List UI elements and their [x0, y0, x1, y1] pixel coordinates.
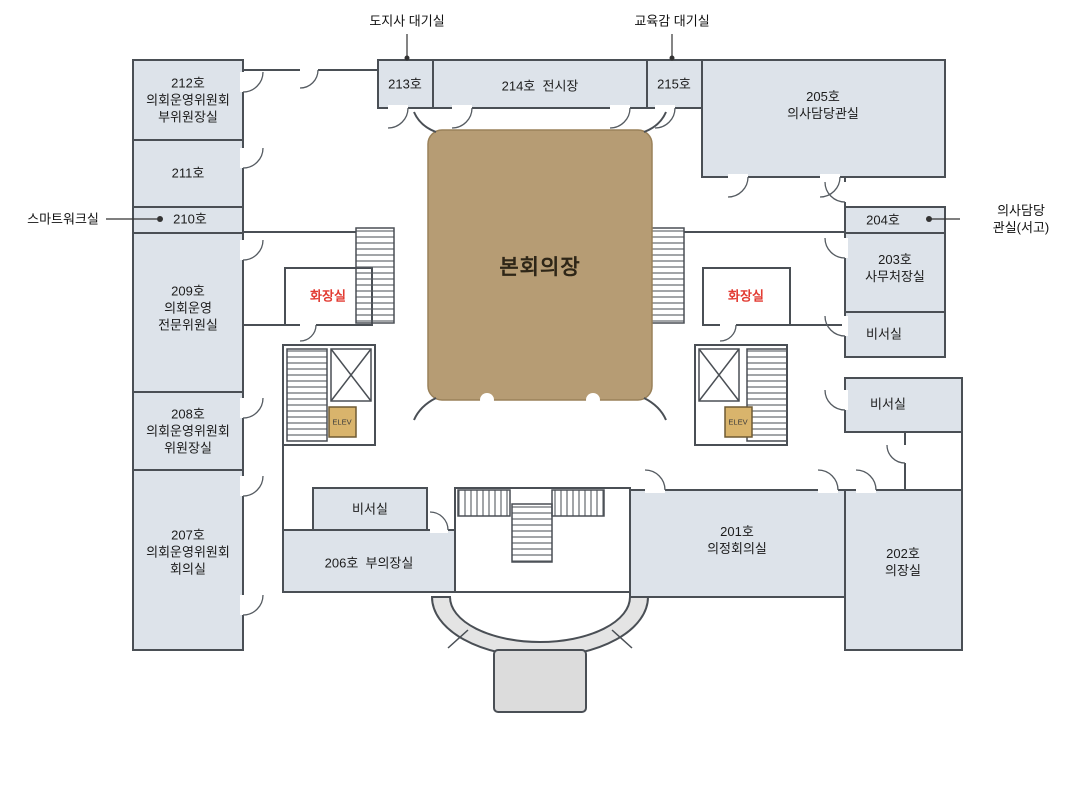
door-arcs: [242, 69, 906, 616]
entrance-arc: [430, 596, 650, 658]
secretary-room-1-label: 비서실: [866, 326, 902, 342]
entrance-stairs-center: [511, 503, 553, 563]
room-sec2-shape: [844, 377, 963, 433]
hall-flare-bottom-right: [643, 397, 667, 421]
callout-governor-waiting: 도지사 대기실: [369, 13, 445, 29]
room-212-label: 212호 의회운영위원회 부위원장실: [146, 75, 230, 125]
room-207-label: 207호 의회운영위원회 회의실: [146, 527, 230, 577]
room-209-shape: [132, 232, 244, 393]
stairs: [286, 227, 788, 563]
elevator-left-label: ELEV: [332, 417, 352, 427]
room-211-label: 211호: [171, 165, 205, 181]
room-202-shape: [844, 489, 963, 651]
leader-lines: [106, 34, 960, 222]
room-sec1-shape: [844, 311, 946, 358]
room-204-label: 204호: [866, 212, 900, 228]
elevator-right-label: ELEV: [728, 417, 748, 427]
entrance-steps: [493, 649, 587, 713]
room-210-label: 210호: [173, 211, 207, 227]
hall-flare-bottom-left: [413, 397, 437, 421]
room-215-label: 215호: [657, 76, 691, 92]
secretary-room-3-label: 비서실: [352, 501, 388, 517]
callout-secretary-archive: 의사담당관실(서고): [992, 202, 1050, 235]
room-203-shape: [844, 232, 946, 313]
restroom-left-label: 화장실: [310, 288, 346, 304]
room-205-shape: [701, 59, 946, 178]
hall-scallop-right: [586, 393, 600, 407]
room-212-shape: [132, 59, 244, 141]
hall-scallop-left: [480, 393, 494, 407]
hall-flare-top-left: [413, 111, 437, 133]
entrance-ramp-right: [611, 629, 633, 649]
stairs-upper-left: [355, 227, 395, 324]
shaft-right: [698, 348, 740, 402]
room-213-label: 213호: [388, 76, 422, 92]
room-sec3-shape: [312, 487, 428, 531]
entrance-strip-left: [457, 489, 511, 517]
corridor-walls: [243, 69, 846, 530]
room-201-label: 201호 의정회의실: [707, 523, 767, 556]
elevator-left-shape: [328, 406, 357, 438]
restroom-right-shape: [702, 267, 791, 326]
storage-room-shape: [904, 431, 963, 491]
door-gaps: [240, 67, 908, 615]
main-hall-label: 본회의장: [499, 256, 581, 280]
callout-smartwork-room: 스마트워크실: [27, 211, 99, 227]
shaft-left: [330, 348, 372, 402]
hall-flare-top-right: [643, 111, 667, 133]
entrance-strip-right: [551, 489, 605, 517]
room-shapes: [132, 59, 963, 651]
room-211-shape: [132, 139, 244, 208]
stairs-core-left: [286, 348, 328, 442]
secretary-room-2-label: 비서실: [870, 396, 906, 412]
elevator-right-shape: [724, 406, 753, 438]
callout-superintendent-waiting: 교육감 대기실: [634, 13, 710, 29]
stairs-core-right: [746, 348, 788, 442]
entrance-ramp-left: [447, 629, 469, 649]
main-hall-shape: [427, 129, 653, 401]
entrance: [430, 596, 650, 713]
room-209-label: 209호 의회운영 전문위원실: [158, 283, 218, 333]
room-206-shape: [282, 529, 456, 593]
room-208-label: 208호 의회운영위원회 위원장실: [146, 406, 230, 456]
elevator-shapes: [328, 406, 753, 438]
room-207-shape: [132, 469, 244, 651]
room-214-label: 214호 전시장: [501, 78, 579, 94]
main-hall: [413, 111, 667, 421]
room-205-label: 205호 의사담당관실: [787, 88, 859, 121]
room-206-label: 206호 부의장실: [324, 555, 414, 571]
room-203-label: 203호 사무처장실: [865, 251, 925, 284]
room-214-shape: [432, 59, 648, 109]
room-202-label: 202호 의장실: [885, 545, 921, 578]
restroom-right-label: 화장실: [728, 288, 764, 304]
